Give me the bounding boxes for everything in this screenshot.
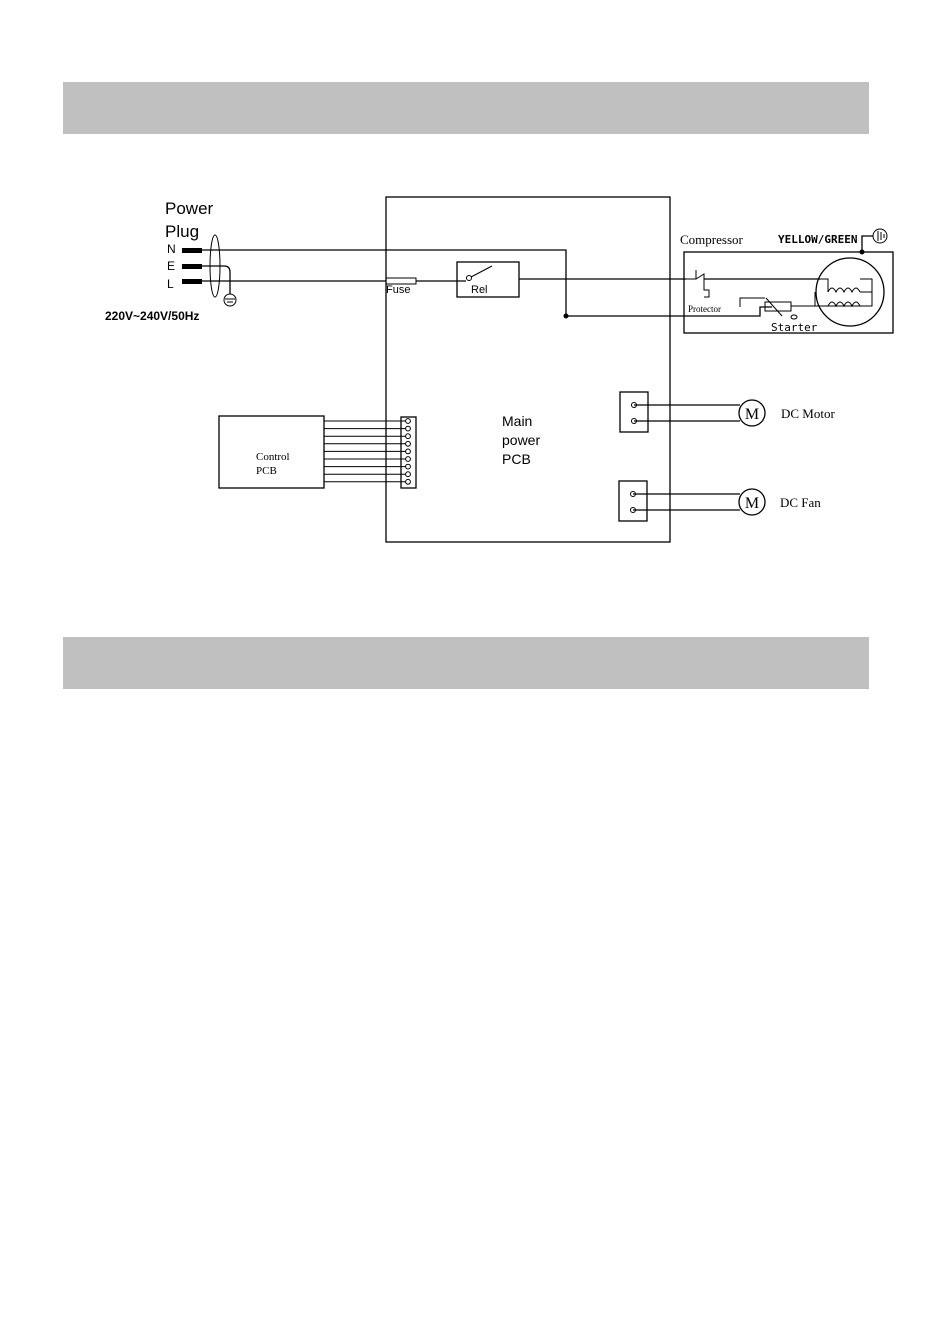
connector-pin bbox=[406, 441, 411, 446]
main-pcb-label-line3: PCB bbox=[502, 451, 531, 467]
compressor-ground-icon bbox=[873, 229, 887, 243]
run-winding bbox=[828, 288, 860, 292]
connector-pin bbox=[406, 457, 411, 462]
dc-motor-wires bbox=[634, 405, 740, 421]
compressor: Compressor YELLOW/GREEN Protector Starte… bbox=[680, 229, 893, 334]
ribbon-cable bbox=[324, 421, 408, 482]
compressor-earth-wire bbox=[862, 236, 873, 252]
pin-l bbox=[182, 279, 202, 284]
connector-pin bbox=[406, 419, 411, 424]
pin-n-label: N bbox=[167, 242, 176, 256]
earth-wire bbox=[202, 266, 230, 294]
protector-symbol bbox=[686, 270, 709, 297]
relay-box bbox=[457, 262, 519, 297]
plug-ground-icon bbox=[224, 294, 236, 306]
main-pcb-label-line2: power bbox=[502, 432, 540, 448]
dc-fan-label: DC Fan bbox=[780, 495, 821, 510]
starter-label: Starter bbox=[771, 321, 818, 334]
pin-e bbox=[182, 264, 202, 269]
protector-label: Protector bbox=[688, 304, 721, 314]
connector-pin bbox=[406, 449, 411, 454]
ground-junction-dot bbox=[860, 250, 865, 255]
dc-fan-connector bbox=[619, 481, 647, 521]
relay-switch-arm bbox=[471, 266, 492, 277]
starter-wire-left bbox=[740, 298, 765, 307]
compressor-motor bbox=[816, 258, 884, 326]
connector-pin bbox=[406, 472, 411, 477]
starter-terminal bbox=[791, 315, 797, 319]
relay-contact bbox=[467, 276, 472, 281]
coil-lead-a bbox=[820, 279, 828, 292]
pin-e-label: E bbox=[167, 259, 175, 273]
connector-pin bbox=[406, 426, 411, 431]
start-winding bbox=[828, 302, 860, 306]
main-pcb-label-line1: Main bbox=[502, 413, 532, 429]
yellow-green-label: YELLOW/GREEN bbox=[778, 233, 857, 246]
compressor-label: Compressor bbox=[680, 232, 744, 247]
dc-motor-label: DC Motor bbox=[781, 406, 835, 421]
power-plug-label-line1: Power bbox=[165, 199, 214, 218]
voltage-rating: 220V~240V/50Hz bbox=[105, 309, 199, 323]
junction-dot bbox=[564, 314, 569, 319]
connector-pin bbox=[406, 464, 411, 469]
relay-label: Rel bbox=[471, 284, 488, 296]
power-plug: Power Plug N E L 220V~240V/50Hz bbox=[105, 199, 236, 323]
connector-pin bbox=[406, 479, 411, 484]
power-plug-label-line2: Plug bbox=[165, 222, 199, 241]
main-power-pcb-box bbox=[386, 197, 670, 542]
dc-fan-wires bbox=[633, 494, 740, 510]
control-pcb-label-line1: Control bbox=[256, 451, 290, 463]
connector-pin bbox=[406, 434, 411, 439]
pin-l-label: L bbox=[167, 277, 174, 291]
dc-motor-connector bbox=[620, 392, 648, 432]
connector-pins bbox=[406, 419, 411, 485]
dc-motor-m-glyph: M bbox=[745, 406, 759, 423]
dc-fan-m-glyph: M bbox=[745, 495, 759, 512]
pin-n bbox=[182, 248, 202, 253]
neutral-wire bbox=[202, 250, 772, 316]
fuse-label: Fuse bbox=[386, 284, 410, 296]
control-pcb-label-line2: PCB bbox=[256, 465, 277, 477]
